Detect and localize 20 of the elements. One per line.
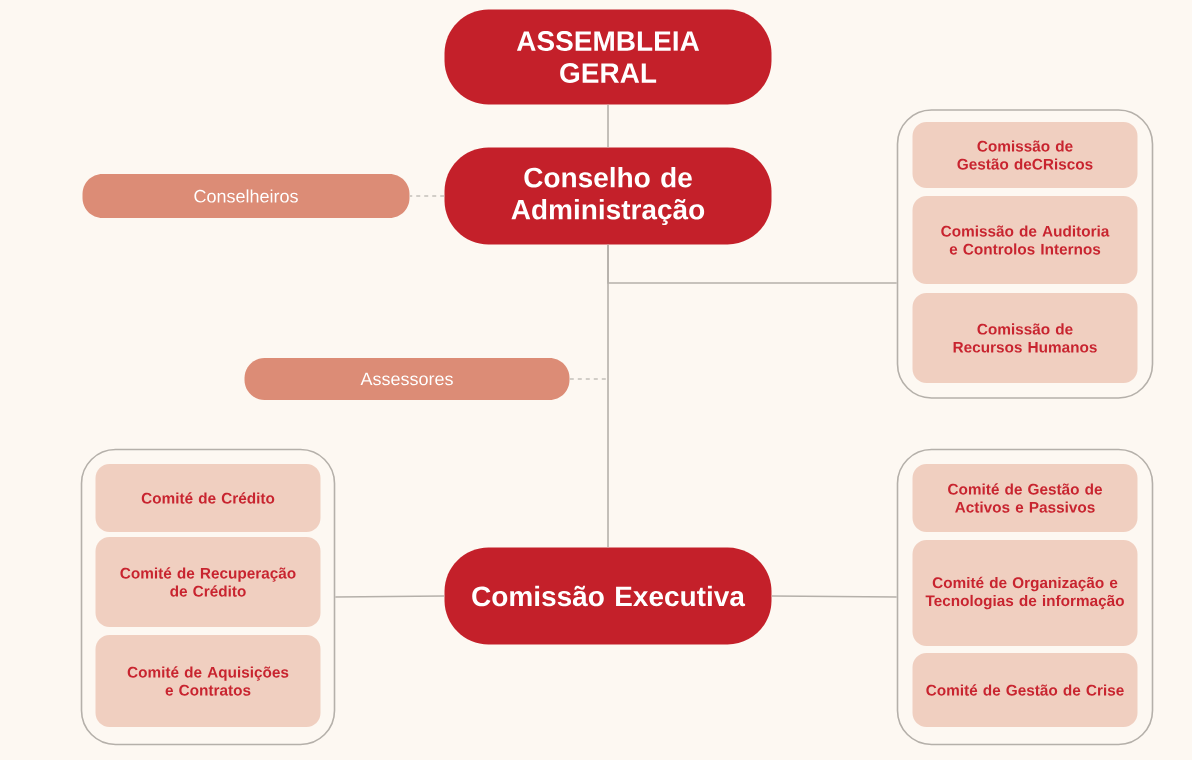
committee-box: Comissão de Auditoria e Controlos Internos	[912, 196, 1138, 284]
connector-line	[607, 103, 609, 149]
committee-box: Comité de Crédito	[95, 464, 321, 532]
committee-box: Comité de Gestão de Activos e Passivos	[912, 464, 1138, 532]
committee-box: Comissão de Gestão deCRiscos	[912, 122, 1138, 188]
connector-line	[408, 195, 446, 197]
committee-box: Comité de Aquisições e Contratos	[95, 635, 321, 727]
connector-line	[771, 595, 898, 598]
committee-box: Comissão de Recursos Humanos	[912, 293, 1138, 383]
committee-box: Comité de Organização e Tecnologias de informação	[912, 540, 1138, 646]
main-box: Comissão Executiva	[444, 547, 772, 645]
main-box: Conselho de Administração	[444, 147, 772, 245]
committee-box: Comité de Gestão de Crise	[912, 653, 1138, 727]
side-pill: Conselheiros	[82, 174, 410, 218]
committee-box: Comité de Recuperação de Crédito	[95, 537, 321, 627]
side-pill: Assessores	[244, 358, 570, 400]
connector-line	[334, 595, 446, 598]
main-box: ASSEMBLEIA GERAL	[444, 9, 772, 105]
connector-line	[569, 378, 609, 380]
connector-line	[607, 243, 609, 549]
